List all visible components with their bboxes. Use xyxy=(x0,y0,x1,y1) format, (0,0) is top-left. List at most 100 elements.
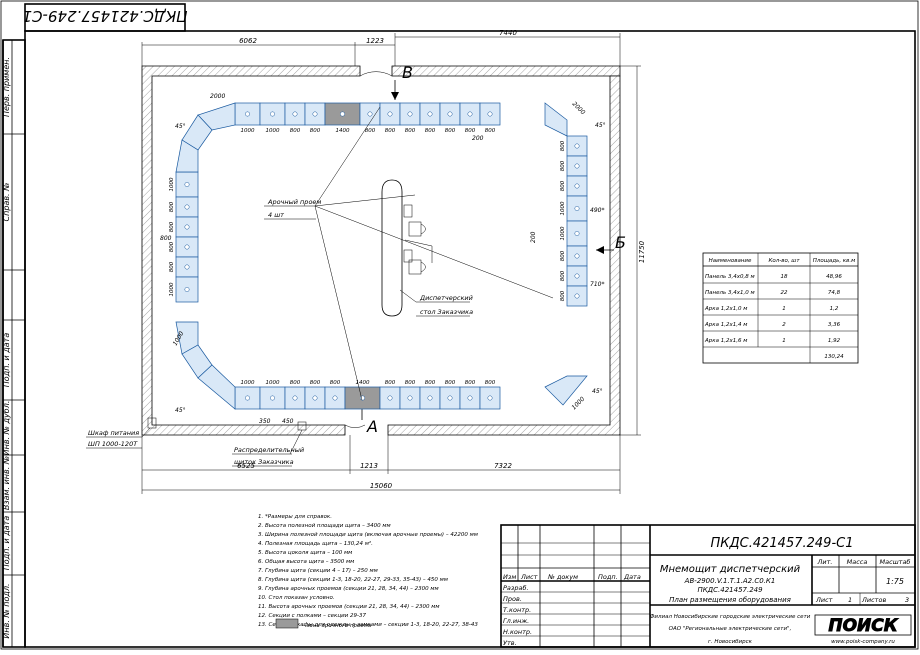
right-column-height-label: 800 xyxy=(560,160,566,171)
table-cell: 3,36 xyxy=(828,322,841,328)
bottom-row-width-label: 800 xyxy=(330,380,341,386)
lit-label: Лит. xyxy=(817,558,833,566)
dimensions-bottom: 6525 1213 7322 15060 xyxy=(141,435,621,494)
bottom-row-width-label: 800 xyxy=(445,380,456,386)
side-label-1: Справ. № xyxy=(2,183,11,222)
role-label: Т.контр. xyxy=(503,606,531,614)
left-side-strip: Перв. примен. Справ. № Подп. и дата Инв.… xyxy=(2,39,26,648)
panel-number-marker xyxy=(427,111,433,117)
bottom-row-width-label: 800 xyxy=(465,380,476,386)
top-row-width-label: 800 xyxy=(445,128,456,134)
panel-number-marker xyxy=(245,111,250,117)
bottom-row-width-label: 800 xyxy=(310,380,321,386)
panel-number-marker xyxy=(292,395,298,401)
panel-number-marker xyxy=(574,143,580,149)
table-cell: 1,92 xyxy=(828,338,841,344)
role-label: Утв. xyxy=(503,639,517,647)
left-column-height-label: 800 xyxy=(169,221,175,232)
callout-desk2: стол Заказчика xyxy=(420,308,473,316)
panel-number-marker xyxy=(487,395,493,401)
top-row-width-label: 800 xyxy=(310,128,321,134)
callout-power-cab: Шкаф питания xyxy=(88,429,139,437)
table-cell: Арка 1,2х1,4 м xyxy=(704,322,747,328)
title-block-title: Мнемощит диспетчерский xyxy=(660,564,801,575)
dimensions-top: 6062 1223 7440 xyxy=(141,29,621,66)
table-cell: 1 xyxy=(782,306,786,312)
panel-number-marker xyxy=(467,111,473,117)
note-line: 5. Высота цоколя щита – 100 мм xyxy=(258,550,352,556)
dim-bottom-1: 1213 xyxy=(360,462,378,470)
panel-number-marker xyxy=(387,111,393,117)
left-column-height-label: 800 xyxy=(169,201,175,212)
dim-top-1: 1223 xyxy=(366,37,384,45)
power-cabinet-icon xyxy=(147,417,157,429)
listov-number: 3 xyxy=(905,596,909,604)
top-stamp-code: ПКДС.421457.249-С1 xyxy=(23,7,188,25)
small-dim-7: 45° xyxy=(175,123,186,130)
side-label-0: Перв. примен. xyxy=(2,57,11,117)
masshtab-label: Масштаб xyxy=(880,558,911,566)
panel-number-marker xyxy=(184,182,190,187)
table-header-1: Кол-во, шт xyxy=(768,258,800,264)
side-label-2: Подп. и дата xyxy=(2,333,11,388)
note-line: 13. Секции-шкафы для одежды с замками – … xyxy=(258,622,478,628)
panel-number-marker xyxy=(245,395,250,401)
col-header-podp: Подп. xyxy=(598,573,618,581)
title-block-code: ПКДС.421457.249-С1 xyxy=(711,536,854,551)
note-line: 4. Полезная площадь щита – 130,24 м². xyxy=(258,540,373,547)
panel-number-marker xyxy=(574,163,580,169)
panel-number-marker xyxy=(574,293,580,299)
org-line-3: г. Новосибирск xyxy=(708,639,753,645)
title-block-sub1: АВ-2900.V.1.Т.1.А2.С0.К1 xyxy=(684,577,776,585)
small-dim-0: 200 xyxy=(472,135,484,142)
panel-number-marker xyxy=(574,253,580,259)
table-cell: Панель 3,4х0,8 м xyxy=(705,274,755,280)
table-header-0: Наименование xyxy=(709,258,752,264)
notes-block: 1. *Размеры для справок. 2. Высота полез… xyxy=(258,514,478,629)
top-row-width-label: 1000 xyxy=(266,128,280,134)
top-row-width-label: 800 xyxy=(485,128,496,134)
callout-dist-cab: Распределительный xyxy=(234,446,304,454)
callout-arch-qty: 4 шт xyxy=(268,211,284,219)
panel-number-marker xyxy=(332,395,338,401)
corner-panel xyxy=(544,102,568,137)
panel-number-marker xyxy=(447,111,453,117)
small-dim-10: 45° xyxy=(592,388,603,395)
panel-number-marker xyxy=(447,395,453,401)
top-row-width-label: 800 xyxy=(290,128,301,134)
panel-number-marker xyxy=(427,395,433,401)
top-row-width-label: 800 xyxy=(425,128,436,134)
summary-table: Наименование Кол-во, шт Площадь, кв.м Па… xyxy=(702,252,859,364)
callout-desk: Диспетчерский xyxy=(419,294,473,302)
chair-icon xyxy=(408,221,422,237)
legend-text: – зона арочного проема xyxy=(302,623,372,629)
small-dim-8: 45° xyxy=(595,122,606,129)
right-column-height-label: 800 xyxy=(560,180,566,191)
bottom-row-width-label: 1000 xyxy=(266,380,280,386)
dispatcher-desk xyxy=(381,179,433,317)
right-column-height-label: 800 xyxy=(560,290,566,301)
small-dim-1: 800 xyxy=(160,235,172,242)
left-column-height-label: 800 xyxy=(169,261,175,272)
bottom-row-width-label: 800 xyxy=(290,380,301,386)
side-label-3: Инв. № дубл. xyxy=(2,401,11,456)
legend-swatch xyxy=(275,618,299,629)
bottom-row-width-label: 800 xyxy=(405,380,416,386)
top-row-width-label: 800 xyxy=(405,128,416,134)
list-label: Лист xyxy=(815,596,833,604)
note-line: 1. *Размеры для справок. xyxy=(258,514,332,520)
panel-number-marker xyxy=(407,395,413,401)
note-line: 2. Высота полезной площади щита – 3400 м… xyxy=(258,523,391,529)
small-dim-2: 200 xyxy=(530,231,537,243)
role-label: Пров. xyxy=(503,595,522,603)
top-row-width-label: 800 xyxy=(465,128,476,134)
title-block: Изм Лист № докум Подп. Дата Разраб. Пров… xyxy=(500,524,916,648)
small-dim-6: 350 xyxy=(259,418,271,425)
note-line: 12. Секции с полками – секции 29-37 xyxy=(258,613,366,619)
listov-label: Листов xyxy=(861,596,886,604)
note-line: 11. Высота арочных проемов (секции 21, 2… xyxy=(258,604,440,610)
top-row-width-label: 800 xyxy=(385,128,396,134)
note-line: 6. Общая высота щита – 3500 мм xyxy=(258,559,354,565)
